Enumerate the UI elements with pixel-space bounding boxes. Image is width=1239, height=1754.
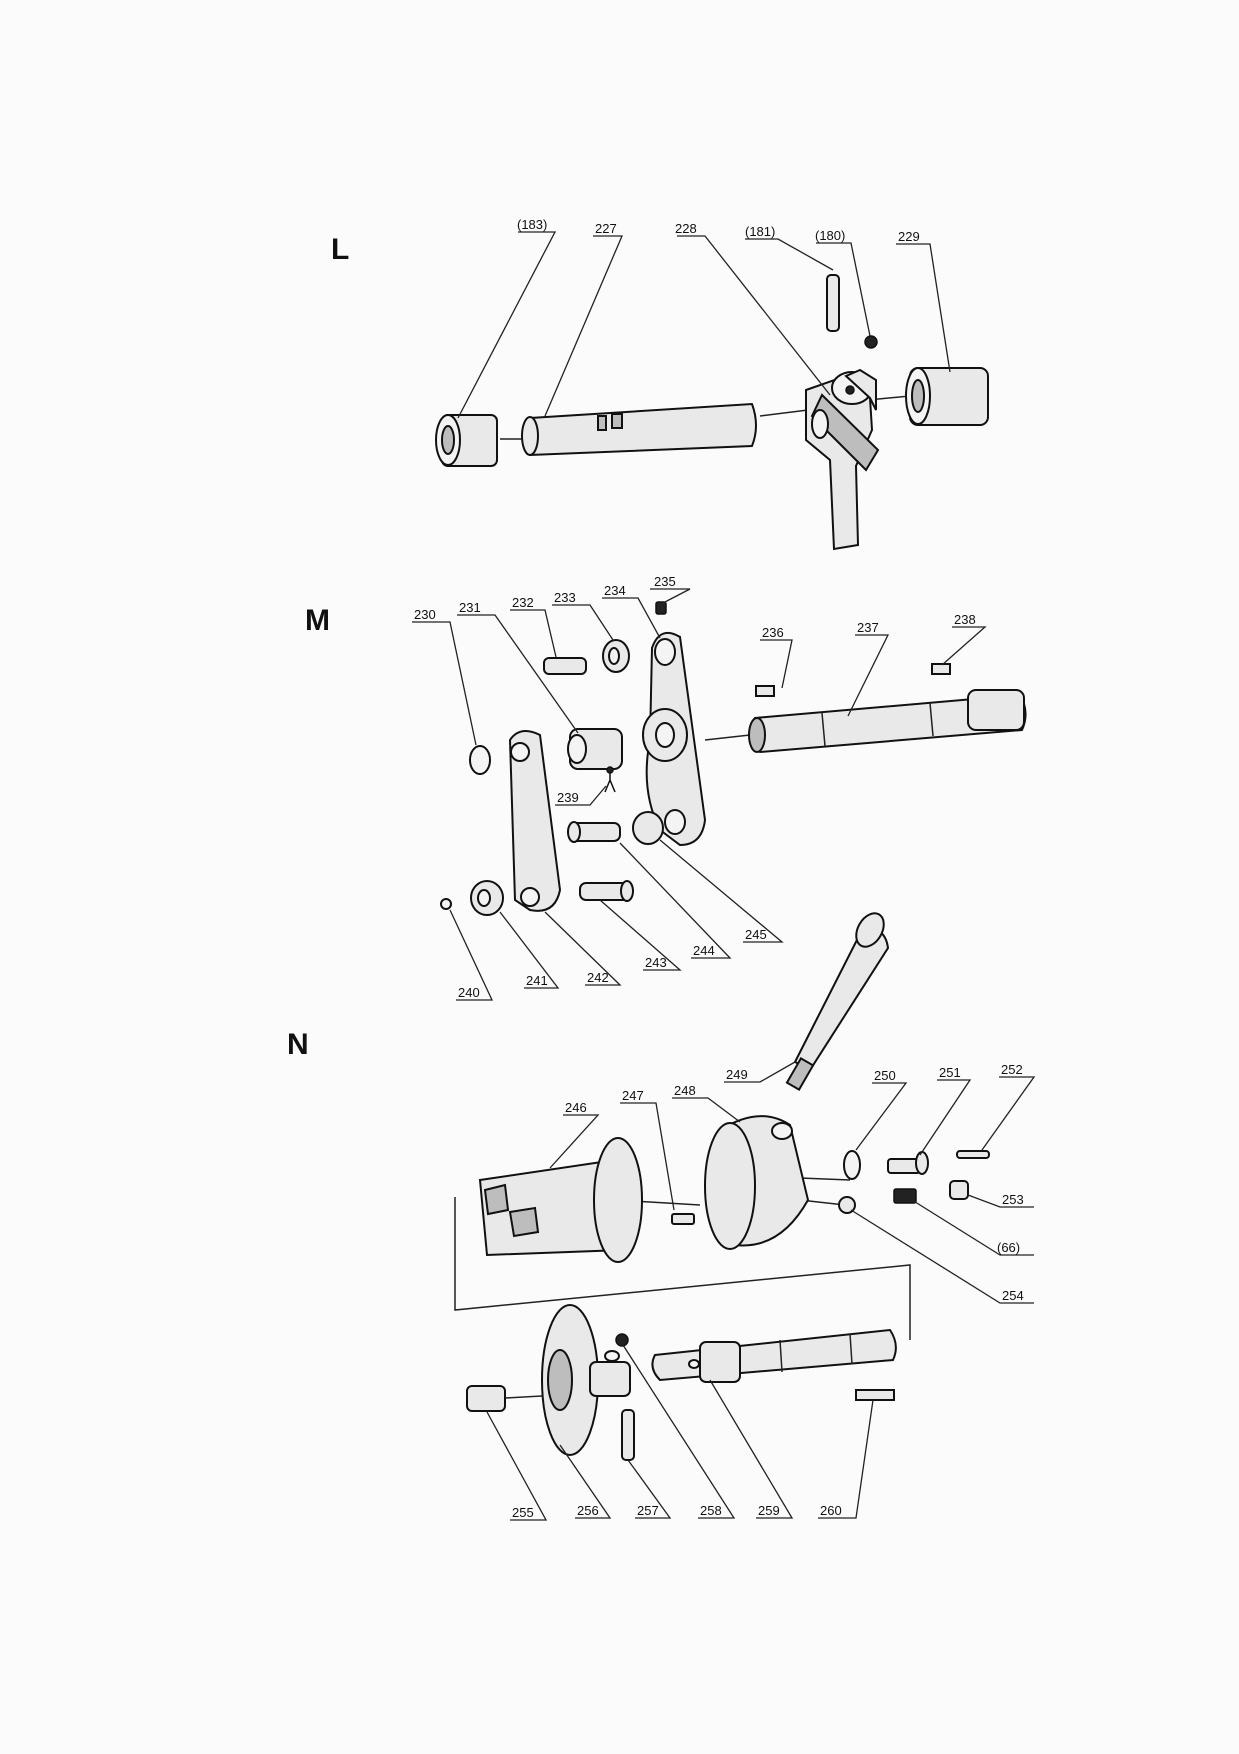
part-254-ball — [838, 1196, 856, 1214]
callout-236: 236 — [762, 625, 784, 640]
part-234-lever-plate — [642, 631, 707, 847]
part-260-key — [855, 1389, 895, 1401]
callout-256: 256 — [577, 1503, 599, 1518]
part-233-roller — [602, 639, 630, 673]
part-252-pin — [956, 1150, 990, 1159]
callout-231: 231 — [459, 600, 481, 615]
callout-259: 259 — [758, 1503, 780, 1518]
part-66-spring — [893, 1188, 917, 1204]
part-248-handle-hub — [704, 1115, 810, 1250]
section-n-bottom-leaders — [486, 1344, 874, 1521]
callout-251: 251 — [939, 1065, 961, 1080]
part-232-pin — [543, 657, 587, 675]
part-257-pin — [621, 1409, 635, 1461]
callout-183: (183) — [517, 217, 547, 232]
part-236-key — [755, 685, 775, 697]
part-256-dog-plate — [541, 1304, 631, 1456]
callout-232: 232 — [512, 595, 534, 610]
callout-245: 245 — [745, 927, 767, 942]
callout-230: 230 — [414, 607, 436, 622]
callout-240: 240 — [458, 985, 480, 1000]
callout-244: 244 — [693, 943, 715, 958]
callout-66: (66) — [997, 1240, 1020, 1255]
part-231-bush — [567, 728, 623, 770]
callout-229: 229 — [898, 229, 920, 244]
part-244-pin — [567, 821, 621, 843]
part-241-roller — [470, 880, 504, 916]
part-237-shaft — [748, 689, 1027, 754]
part-238-key — [931, 663, 951, 675]
callout-252: 252 — [1001, 1062, 1023, 1077]
part-242-link-arm — [508, 730, 562, 912]
section-letter-n: N — [287, 1028, 309, 1061]
part-255-bush — [466, 1385, 506, 1412]
callout-labels: (183) 227 228 (181) (180) 229 230 231 23… — [414, 217, 1024, 1520]
part-258-ball — [615, 1333, 629, 1347]
part-250-washer — [843, 1150, 861, 1180]
part-249-handle-grip — [785, 912, 890, 1091]
callout-181: (181) — [745, 224, 775, 239]
callout-257: 257 — [637, 1503, 659, 1518]
section-letter-l: L — [331, 233, 350, 266]
part-240-circlip — [440, 898, 452, 910]
callout-260: 260 — [820, 1503, 842, 1518]
callout-258: 258 — [700, 1503, 722, 1518]
part-180-ball — [864, 335, 878, 349]
callout-247: 247 — [622, 1088, 644, 1103]
assembly-connector-line — [454, 1197, 911, 1340]
callout-248: 248 — [674, 1083, 696, 1098]
callout-253: 253 — [1002, 1192, 1024, 1207]
callout-238: 238 — [954, 612, 976, 627]
callout-246: 246 — [565, 1100, 587, 1115]
section-l-assembly — [435, 274, 989, 551]
callout-233: 233 — [554, 590, 576, 605]
section-n-assembly — [478, 912, 990, 1263]
callout-243: 243 — [645, 955, 667, 970]
part-230-circlip — [469, 745, 491, 775]
section-letter-m: M — [305, 604, 330, 637]
part-246-clutch-hub — [478, 1137, 643, 1263]
part-227-shaft — [521, 402, 757, 457]
callout-255: 255 — [512, 1505, 534, 1520]
callout-249: 249 — [726, 1067, 748, 1082]
section-m-leaders — [412, 588, 987, 1001]
callout-180: (180) — [815, 228, 845, 243]
part-239-grease-nipple — [604, 766, 616, 793]
callout-250: 250 — [874, 1068, 896, 1083]
callout-239: 239 — [557, 790, 579, 805]
section-n-lower-assembly — [466, 1304, 897, 1461]
part-253-cap — [949, 1180, 969, 1200]
section-m-assembly — [440, 601, 1027, 916]
part-251-bolt — [887, 1151, 929, 1175]
callout-228: 228 — [675, 221, 697, 236]
part-245-roller — [632, 811, 664, 845]
callout-237: 237 — [857, 620, 879, 635]
callout-235: 235 — [654, 574, 676, 589]
callout-254: 254 — [1002, 1288, 1024, 1303]
part-243-pin — [579, 880, 634, 902]
section-l-leaders — [457, 231, 951, 419]
callout-227: 227 — [595, 221, 617, 236]
part-181-pin — [826, 274, 840, 332]
part-229-sleeve — [905, 367, 989, 426]
section-n-top-leaders — [549, 1061, 1036, 1304]
part-228-shift-fork — [805, 368, 880, 551]
callout-241: 241 — [526, 973, 548, 988]
part-235-set-screw — [655, 601, 667, 615]
part-183-sleeve — [435, 414, 498, 467]
callout-242: 242 — [587, 970, 609, 985]
part-259-spindle — [651, 1328, 897, 1383]
callout-234: 234 — [604, 583, 626, 598]
part-247-screw — [671, 1213, 695, 1225]
